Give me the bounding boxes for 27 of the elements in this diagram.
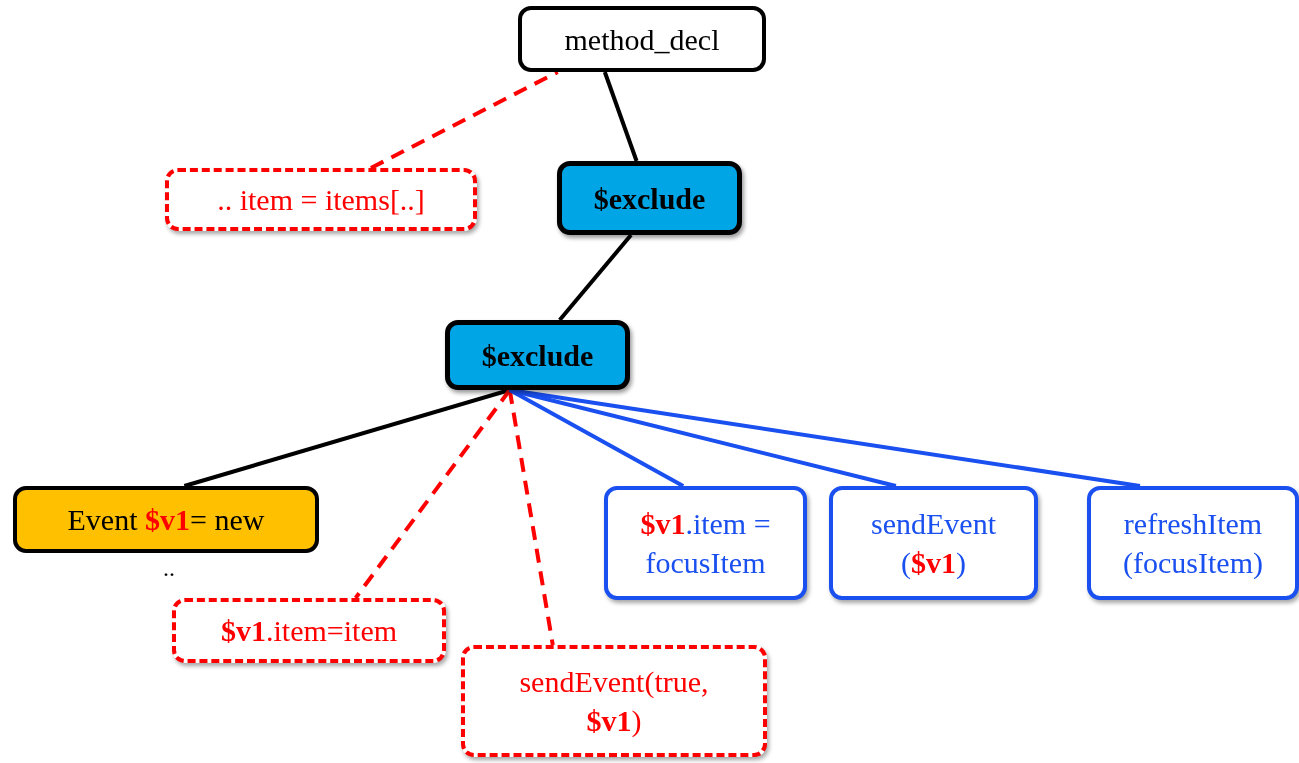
node-label: $v1.item=item <box>220 613 398 649</box>
connector-line <box>602 71 639 162</box>
node-label: refreshItem (focusItem) <box>1122 506 1264 581</box>
statement-node <box>604 486 807 600</box>
tree-node <box>518 6 766 72</box>
node-label: $exclude <box>481 337 594 374</box>
node-label: $exclude <box>593 180 706 217</box>
node-label: Event $v1= new <box>67 502 265 538</box>
code-box <box>461 645 767 757</box>
exclude-node <box>445 320 630 390</box>
connector-line <box>370 70 559 170</box>
connector-line <box>558 233 633 322</box>
connector-line <box>509 388 1141 488</box>
connector-line <box>507 389 555 646</box>
code-box <box>165 168 477 231</box>
connector-line <box>508 388 685 488</box>
statement-node <box>1087 486 1299 600</box>
statement-node <box>829 486 1038 600</box>
node-label: method_decl <box>564 21 720 58</box>
node-label: .. item = items[..] <box>217 182 425 218</box>
statement-node <box>13 486 319 553</box>
node-label: sendEvent(true, $v1) <box>518 664 710 739</box>
ellipsis-text: .. <box>163 555 175 582</box>
exclude-node <box>557 161 742 235</box>
node-label: $v1.item = focusItem <box>639 506 772 581</box>
code-box <box>172 598 446 663</box>
node-label: sendEvent ($v1) <box>870 506 997 581</box>
